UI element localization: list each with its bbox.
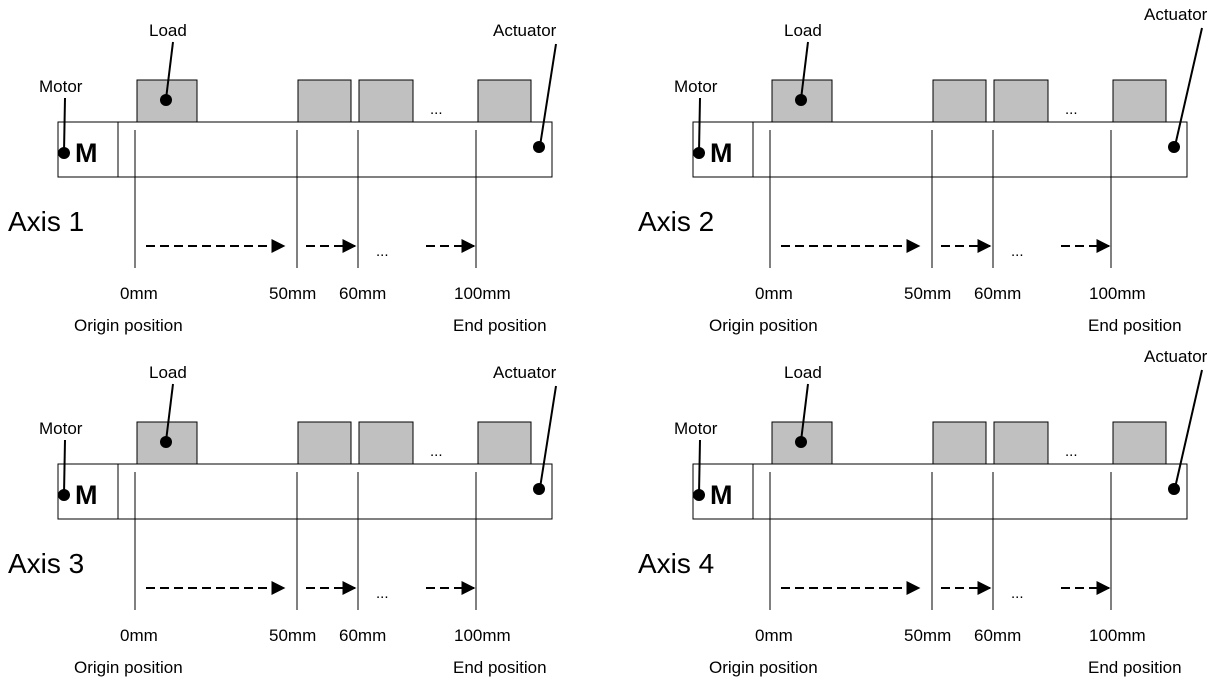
actuator-body [752, 463, 1188, 520]
motor-pointer-dot [693, 147, 705, 159]
motor-pointer-line [698, 439, 701, 495]
load-label: Load [149, 21, 187, 40]
load-pointer-dot [795, 436, 807, 448]
origin-position-label: Origin position [74, 658, 183, 677]
load-label: Load [149, 363, 187, 382]
actuator-pointer-dot [533, 483, 545, 495]
axis-title: Axis 4 [638, 548, 714, 579]
motor-symbol: M [75, 138, 98, 168]
load-block [297, 79, 352, 123]
axis-panel-1: Load Motor Actuator ... M ... Axis 1 0mm… [8, 21, 557, 335]
load-pointer-dot [795, 94, 807, 106]
axis-title: Axis 1 [8, 206, 84, 237]
axis-panel-4: Load Motor Actuator ... M ... Axis 4 0mm… [638, 347, 1208, 677]
load-pointer-dot [160, 94, 172, 106]
position-label-0mm: 0mm [755, 284, 793, 303]
load-ellipsis: ... [1065, 443, 1078, 460]
motor-pointer-dot [58, 489, 70, 501]
load-block [993, 79, 1049, 123]
motor-label: Motor [39, 419, 83, 438]
origin-position-label: Origin position [74, 316, 183, 335]
actuator-pointer-line [1174, 369, 1203, 489]
origin-position-label: Origin position [709, 658, 818, 677]
actuator-body [752, 121, 1188, 178]
position-label-50mm: 50mm [269, 626, 316, 645]
position-label-100mm: 100mm [454, 284, 511, 303]
actuator-pointer-line [539, 43, 557, 147]
position-label-100mm: 100mm [454, 626, 511, 645]
load-block [1112, 421, 1167, 465]
motor-symbol: M [710, 138, 733, 168]
move-ellipsis: ... [1011, 243, 1024, 260]
load-block [932, 421, 987, 465]
end-position-label: End position [1088, 316, 1182, 335]
actuator-pointer-dot [1168, 483, 1180, 495]
motor-pointer-dot [693, 489, 705, 501]
axis-panel-2: Load Motor Actuator ... M ... Axis 2 0mm… [638, 5, 1208, 335]
load-pointer-line [800, 41, 809, 100]
motor-pointer-line [63, 97, 66, 153]
origin-position-label: Origin position [709, 316, 818, 335]
motor-label: Motor [674, 77, 718, 96]
end-position-label: End position [453, 316, 547, 335]
motor-label: Motor [39, 77, 83, 96]
actuator-pointer-line [539, 385, 557, 489]
load-block [358, 421, 414, 465]
position-label-0mm: 0mm [120, 626, 158, 645]
actuator-pointer-line [1174, 27, 1203, 147]
load-label: Load [784, 21, 822, 40]
actuator-pointer-dot [1168, 141, 1180, 153]
motor-pointer-line [63, 439, 66, 495]
move-ellipsis: ... [1011, 585, 1024, 602]
motor-pointer-line [698, 97, 701, 153]
axis-title: Axis 3 [8, 548, 84, 579]
end-position-label: End position [1088, 658, 1182, 677]
motor-pointer-dot [58, 147, 70, 159]
position-label-50mm: 50mm [904, 284, 951, 303]
axis-panel-3: Load Motor Actuator ... M ... Axis 3 0mm… [8, 363, 557, 677]
load-pointer-line [165, 41, 174, 100]
load-ellipsis: ... [430, 101, 443, 118]
position-label-100mm: 100mm [1089, 284, 1146, 303]
load-pointer-line [165, 383, 174, 442]
position-label-60mm: 60mm [339, 284, 386, 303]
position-label-0mm: 0mm [755, 626, 793, 645]
position-label-60mm: 60mm [974, 284, 1021, 303]
actuator-body [117, 463, 553, 520]
position-label-60mm: 60mm [339, 626, 386, 645]
load-label: Load [784, 363, 822, 382]
actuator-label: Actuator [493, 21, 557, 40]
position-label-60mm: 60mm [974, 626, 1021, 645]
load-block [297, 421, 352, 465]
load-block [477, 421, 532, 465]
position-label-50mm: 50mm [269, 284, 316, 303]
position-label-100mm: 100mm [1089, 626, 1146, 645]
actuator-label: Actuator [493, 363, 557, 382]
position-label-0mm: 0mm [120, 284, 158, 303]
end-position-label: End position [453, 658, 547, 677]
load-pointer-line [800, 383, 809, 442]
motor-label: Motor [674, 419, 718, 438]
actuator-pointer-dot [533, 141, 545, 153]
load-block [932, 79, 987, 123]
axis-title: Axis 2 [638, 206, 714, 237]
actuator-label: Actuator [1144, 347, 1208, 366]
load-block [1112, 79, 1167, 123]
load-block [358, 79, 414, 123]
move-ellipsis: ... [376, 585, 389, 602]
motor-symbol: M [75, 480, 98, 510]
move-ellipsis: ... [376, 243, 389, 260]
load-block [477, 79, 532, 123]
position-label-50mm: 50mm [904, 626, 951, 645]
load-ellipsis: ... [430, 443, 443, 460]
motor-symbol: M [710, 480, 733, 510]
load-pointer-dot [160, 436, 172, 448]
load-ellipsis: ... [1065, 101, 1078, 118]
load-block [993, 421, 1049, 465]
actuator-label: Actuator [1144, 5, 1208, 24]
actuator-body [117, 121, 553, 178]
